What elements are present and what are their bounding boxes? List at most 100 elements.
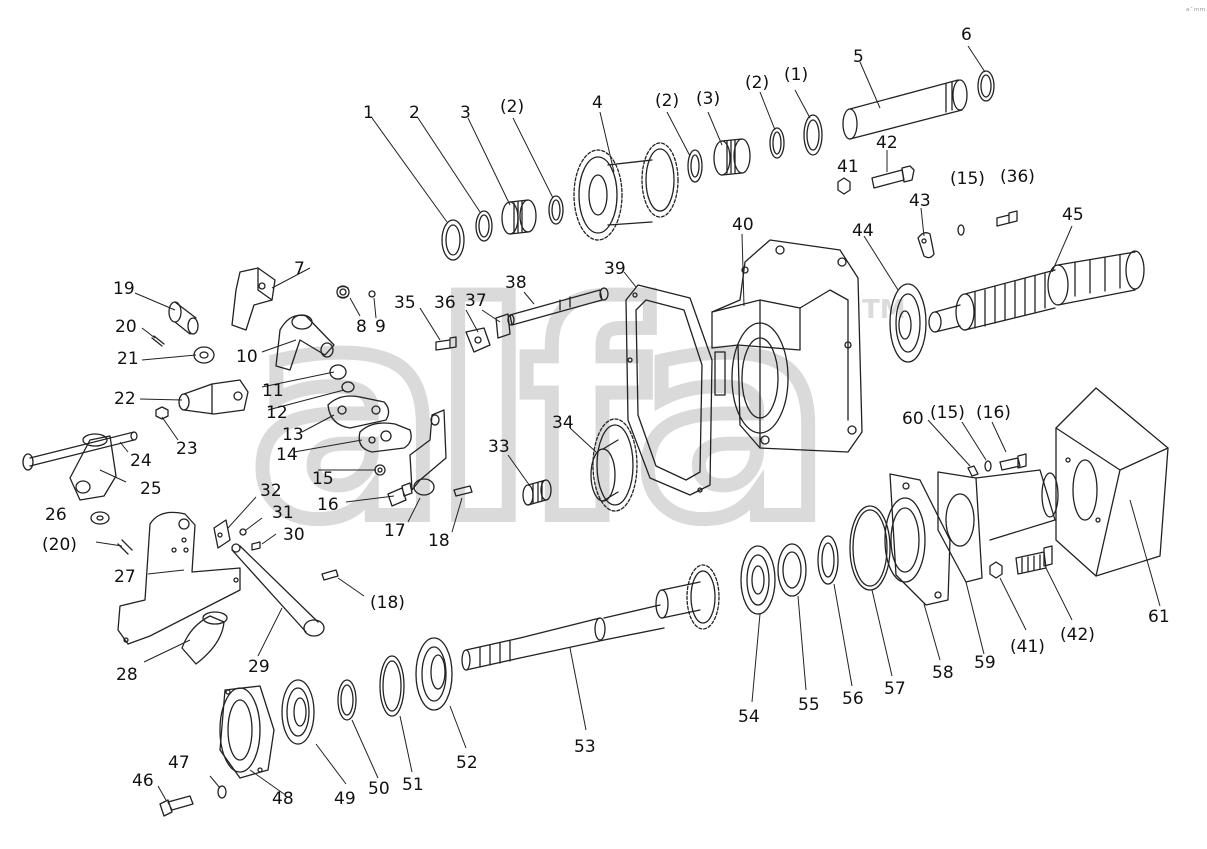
bearing-44 — [889, 283, 927, 363]
oring-57 — [849, 505, 891, 591]
label-2c: (2) — [745, 73, 769, 93]
label-52: 52 — [456, 753, 478, 773]
label-31: 31 — [272, 503, 294, 523]
bearing-54 — [740, 545, 776, 615]
label-15b: (15) — [930, 403, 965, 423]
ring-6 — [977, 70, 995, 102]
oring-11 — [329, 364, 347, 380]
plate-37 — [495, 313, 511, 339]
guard-61 — [1055, 387, 1169, 577]
label-41b: (41) — [1010, 637, 1045, 657]
ring-2a — [548, 195, 564, 225]
label-56: 56 — [842, 689, 864, 709]
plate-43 — [917, 232, 935, 259]
label-2a: (2) — [500, 97, 524, 117]
bracket-17 — [409, 409, 447, 496]
ring-56 — [817, 535, 839, 585]
label-22: 22 — [114, 389, 136, 409]
pin-18 — [453, 485, 473, 497]
ring-1b — [803, 114, 823, 156]
label-57: 57 — [884, 679, 906, 699]
label-40: 40 — [732, 215, 754, 235]
label-29: 29 — [248, 657, 270, 677]
label-36: 36 — [434, 293, 456, 313]
label-26: 26 — [45, 505, 67, 525]
label-2b: (2) — [655, 91, 679, 111]
rod-29 — [231, 543, 325, 637]
label-36a: (36) — [1000, 167, 1035, 187]
label-4: 4 — [592, 93, 603, 113]
pin-18b — [321, 569, 339, 581]
label-60: 60 — [902, 409, 924, 429]
double-gear-4 — [573, 142, 679, 241]
bolt-16 — [387, 482, 413, 507]
label-27: 27 — [114, 567, 136, 587]
flange-58 — [884, 473, 951, 606]
cover-48 — [219, 685, 275, 779]
nut-41 — [837, 177, 851, 195]
label-44: 44 — [852, 221, 874, 241]
pin-19 — [168, 301, 199, 335]
bolt-30 — [251, 541, 261, 551]
ring-1 — [441, 219, 465, 261]
label-37: 37 — [465, 291, 487, 311]
bolt-60 — [967, 465, 979, 477]
circlip-51 — [379, 655, 405, 717]
label-39: 39 — [604, 259, 626, 279]
label-12: 12 — [266, 403, 288, 423]
label-18b: (18) — [370, 593, 405, 613]
label-3b: (3) — [696, 89, 720, 109]
label-16: 16 — [317, 495, 339, 515]
label-21: 21 — [117, 349, 139, 369]
watermark: alfa TM — [243, 240, 906, 591]
watermark-text: alfa — [250, 247, 819, 584]
ring-2b — [687, 149, 703, 183]
label-32: 32 — [260, 481, 282, 501]
bolt-16b — [999, 453, 1027, 471]
bolt-46 — [159, 795, 194, 817]
washer-26 — [90, 511, 110, 525]
label-17: 17 — [384, 521, 406, 541]
bolt-35 — [435, 336, 457, 351]
label-30: 30 — [283, 525, 305, 545]
gear-34 — [590, 418, 638, 512]
label-35: 35 — [394, 293, 416, 313]
splined-shaft-45 — [928, 250, 1145, 333]
bracket-32 — [213, 519, 231, 549]
bolt-36a — [996, 210, 1018, 227]
shift-rod-38 — [507, 287, 609, 326]
label-10: 10 — [236, 347, 258, 367]
label-20: 20 — [115, 317, 137, 337]
label-55: 55 — [798, 695, 820, 715]
label-38: 38 — [505, 273, 527, 293]
label-16b: (16) — [976, 403, 1011, 423]
label-1: 1 — [363, 103, 374, 123]
plate-14 — [358, 422, 412, 453]
bracket-7 — [231, 267, 276, 331]
label-42b: (42) — [1060, 625, 1095, 645]
label-1b: (1) — [784, 65, 808, 85]
label-41: 41 — [837, 157, 859, 177]
bolt-42b — [1015, 545, 1053, 575]
label-59: 59 — [974, 653, 996, 673]
label-14: 14 — [276, 445, 298, 465]
label-45: 45 — [1062, 205, 1084, 225]
washer-47 — [217, 785, 227, 799]
label-25: 25 — [140, 479, 162, 499]
label-54: 54 — [738, 707, 760, 727]
label-23: 23 — [176, 439, 198, 459]
label-18: 18 — [428, 531, 450, 551]
lever-shaft-10 — [275, 314, 335, 371]
gasket-36 — [465, 327, 491, 353]
bracket-27 — [117, 511, 241, 645]
label-3: 3 — [460, 103, 471, 123]
label-49: 49 — [334, 789, 356, 809]
label-48: 48 — [272, 789, 294, 809]
label-61: 61 — [1148, 607, 1170, 627]
clevis-22 — [178, 379, 249, 415]
needle-bearing-3 — [501, 199, 537, 235]
rod-24 — [22, 431, 138, 471]
label-53: 53 — [574, 737, 596, 757]
